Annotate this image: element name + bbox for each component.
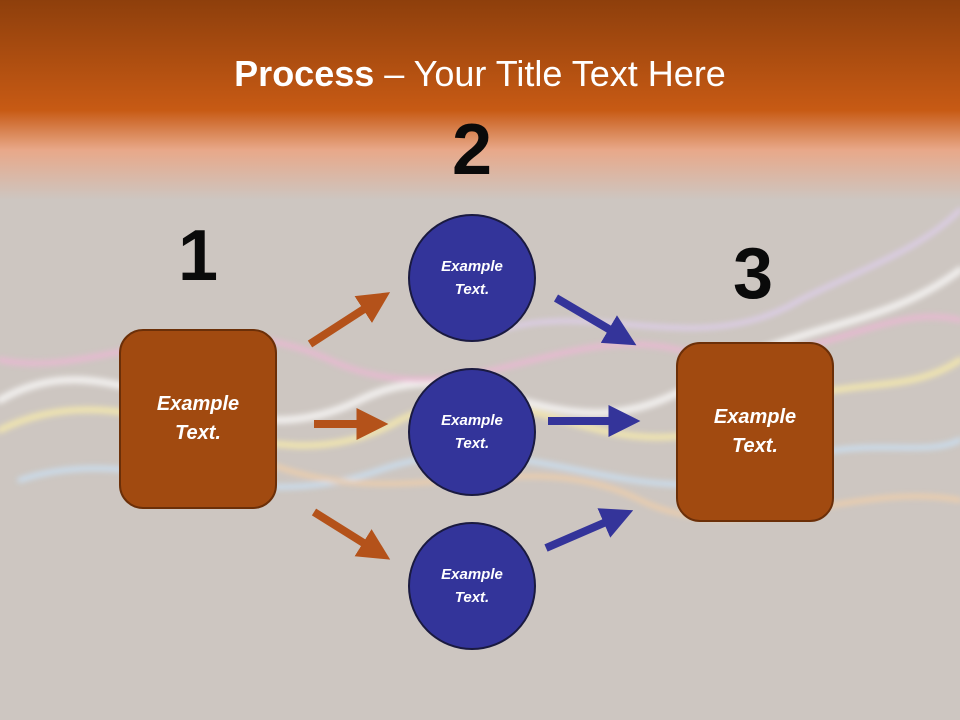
arrow-bottom-to-3 [544, 508, 634, 552]
arrow-top-to-3 [553, 294, 637, 346]
step-number-3: 3 [732, 234, 774, 314]
title-rest: – Your Title Text Here [374, 53, 726, 94]
step-number-2: 2 [451, 110, 493, 190]
step-number-1: 1 [177, 216, 219, 296]
step2-text-middle: Example Text. [441, 412, 503, 452]
step1-text: Example Text. [156, 393, 240, 444]
step2-circle-top: Example Text. [408, 214, 536, 342]
arrow-1-to-top [307, 292, 391, 348]
step2-text-bottom: Example Text. [441, 566, 503, 606]
step2-circle-middle: Example Text. [408, 368, 536, 496]
step2-text-top: Example Text. [441, 258, 503, 298]
step1-box: Example Text. [119, 329, 277, 509]
step2-circle-bottom: Example Text. [408, 522, 536, 650]
step3-box: Example Text. [676, 342, 834, 522]
title-bold: Process [234, 53, 375, 94]
arrow-1-to-bottom [311, 508, 391, 560]
slide-title: Process – Your Title Text Here [0, 52, 960, 96]
step3-text: Example Text. [713, 406, 797, 457]
